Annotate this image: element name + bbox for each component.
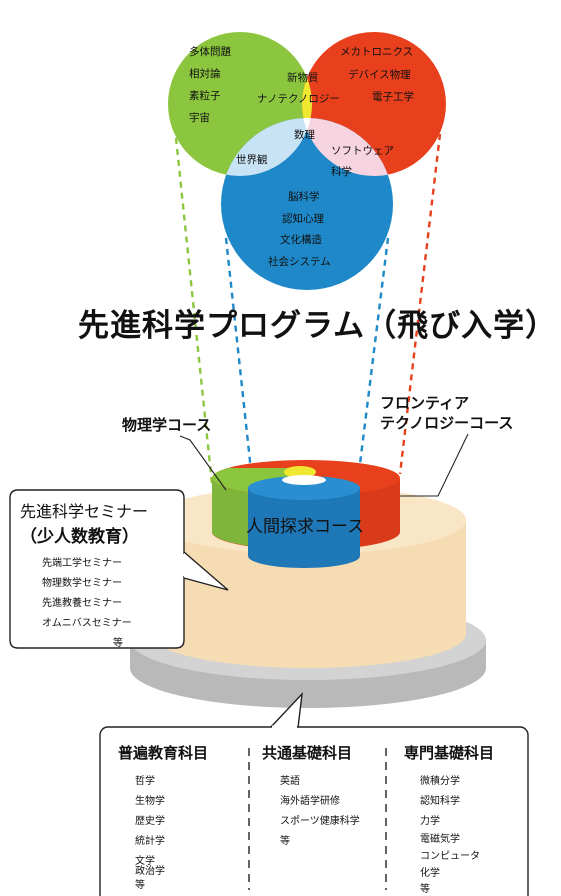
venn-label: 素粒子 (189, 90, 221, 102)
subjects-item: 哲学 (135, 776, 155, 787)
subjects-item: スポーツ健康科学 (280, 816, 360, 827)
venn-label: 相対論 (189, 68, 221, 80)
subjects-item: 等 (135, 880, 145, 891)
program-title: 先進科学プログラム（飛び入学） (78, 308, 558, 344)
course-human-label: 人間探求コース (246, 517, 365, 537)
seminar-item: 物理数学セミナー (42, 578, 122, 589)
subjects-item: 等 (420, 884, 430, 895)
seminar-item: オムニバスセミナー (42, 618, 132, 629)
subjects-column-header: 普遍教育科目 (118, 744, 209, 762)
venn-label: 科学 (331, 166, 352, 178)
venn-label: 認知心理 (282, 213, 324, 225)
seminar-title: 先進科学セミナー (20, 502, 149, 521)
venn-label: 電子工学 (372, 91, 414, 103)
dashed-line-red (398, 133, 442, 475)
venn-label: メカトロニクス (340, 46, 414, 58)
leader-line-physics (179, 435, 227, 491)
venn-label: 多体問題 (189, 46, 231, 58)
subjects-item: 統計学 (135, 836, 165, 847)
subjects-callout-box (99, 726, 529, 896)
subjects-item: 歴史学 (135, 816, 165, 827)
subjects-item: 化学 (420, 868, 440, 879)
subjects-item: コンピュータ (420, 851, 480, 862)
seminar-item: 先端工学セミナー (42, 558, 122, 569)
course-cylinder (212, 460, 400, 568)
subjects-item: 海外語学研修 (280, 796, 340, 807)
venn-label: 脳科学 (288, 191, 320, 203)
subjects-column-header: 共通基礎科目 (262, 744, 353, 762)
seminar-item: 等 (113, 638, 123, 649)
course-frontier-label-1: フロンティア (380, 394, 470, 412)
subjects-item: 力学 (420, 816, 440, 827)
subjects-callout-pointer (269, 691, 303, 729)
venn-label: 社会システム (268, 256, 331, 268)
venn-label: デバイス物理 (348, 69, 411, 81)
dashed-line-blue-left (224, 237, 254, 481)
course-physics-label: 物理学コース (122, 416, 212, 434)
dashed-line-blue-right (356, 237, 390, 481)
leader-line-frontier (400, 433, 469, 497)
subjects-item: 微積分学 (420, 776, 460, 787)
subjects-item: 政治学 (135, 866, 165, 877)
seminar-subtitle: （少人数教育） (20, 527, 139, 547)
seminar-item: 先進教養セミナー (42, 598, 122, 609)
dashed-line-green (174, 137, 214, 485)
subjects-item: 生物学 (135, 796, 165, 807)
subjects-column-header: 専門基礎科目 (404, 744, 495, 762)
course-frontier-label-2: テクノロジーコース (380, 414, 514, 432)
subjects-item: 認知科学 (420, 796, 460, 807)
subjects-item: 英語 (280, 776, 300, 787)
venn-center-label: 数理 (294, 129, 315, 141)
subjects-item: 文学 (135, 856, 155, 867)
subjects-item: 電磁気学 (420, 834, 460, 845)
venn-label: 宇宙 (189, 112, 210, 124)
venn-label: 新物質 (287, 72, 319, 84)
venn-overlap-left (221, 118, 312, 176)
venn-label: ソフトウェア (331, 145, 394, 157)
seminar-callout-pointer (183, 551, 229, 591)
venn-overlap-right (302, 118, 393, 176)
venn-label: 世界観 (236, 154, 268, 166)
venn-label: ナノテクノロジー (257, 93, 340, 105)
venn-label: 文化構造 (280, 234, 322, 246)
subjects-item: 等 (280, 836, 290, 847)
